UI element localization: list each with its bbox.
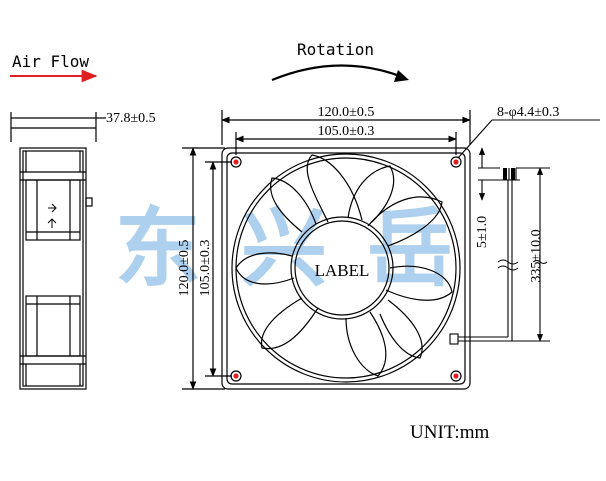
wire-strip-ends [503,168,515,180]
outer-height-dimension: 120.0±0.5 [177,240,192,297]
outer-width-dimension: 120.0±0.5 [318,105,375,120]
front-view [182,110,471,390]
air-flow-label: Air Flow [12,52,89,71]
hole-callout-leader [457,119,600,159]
mounting-hole-bottom-right [450,370,462,382]
hole-spacing-dimension: 105.0±0.3 [318,124,375,139]
rotation-arrow [271,64,406,82]
depth-dimension: 37.8±0.5 [106,111,156,126]
mounting-holes [230,156,462,382]
hub-label: LABEL [315,261,370,280]
side-view [10,112,106,390]
lead-length-dimension: 335±10.0 [529,229,544,282]
hole-spacing-vertical-dimension: 105.0±0.3 [198,240,213,297]
holes-dimension: 8-φ4.4±0.3 [497,105,559,120]
mounting-hole-bottom-left [230,370,242,382]
unit-label: UNIT:mm [410,422,489,443]
wire-strip-dimension: 5±1.0 [475,216,490,248]
rotation-arrow-head [394,70,409,82]
mounting-hole-top-left [230,156,242,168]
side-view-arrow-icon [47,203,57,228]
rotation-label: Rotation [297,40,374,59]
mounting-hole-top-right [450,156,462,168]
